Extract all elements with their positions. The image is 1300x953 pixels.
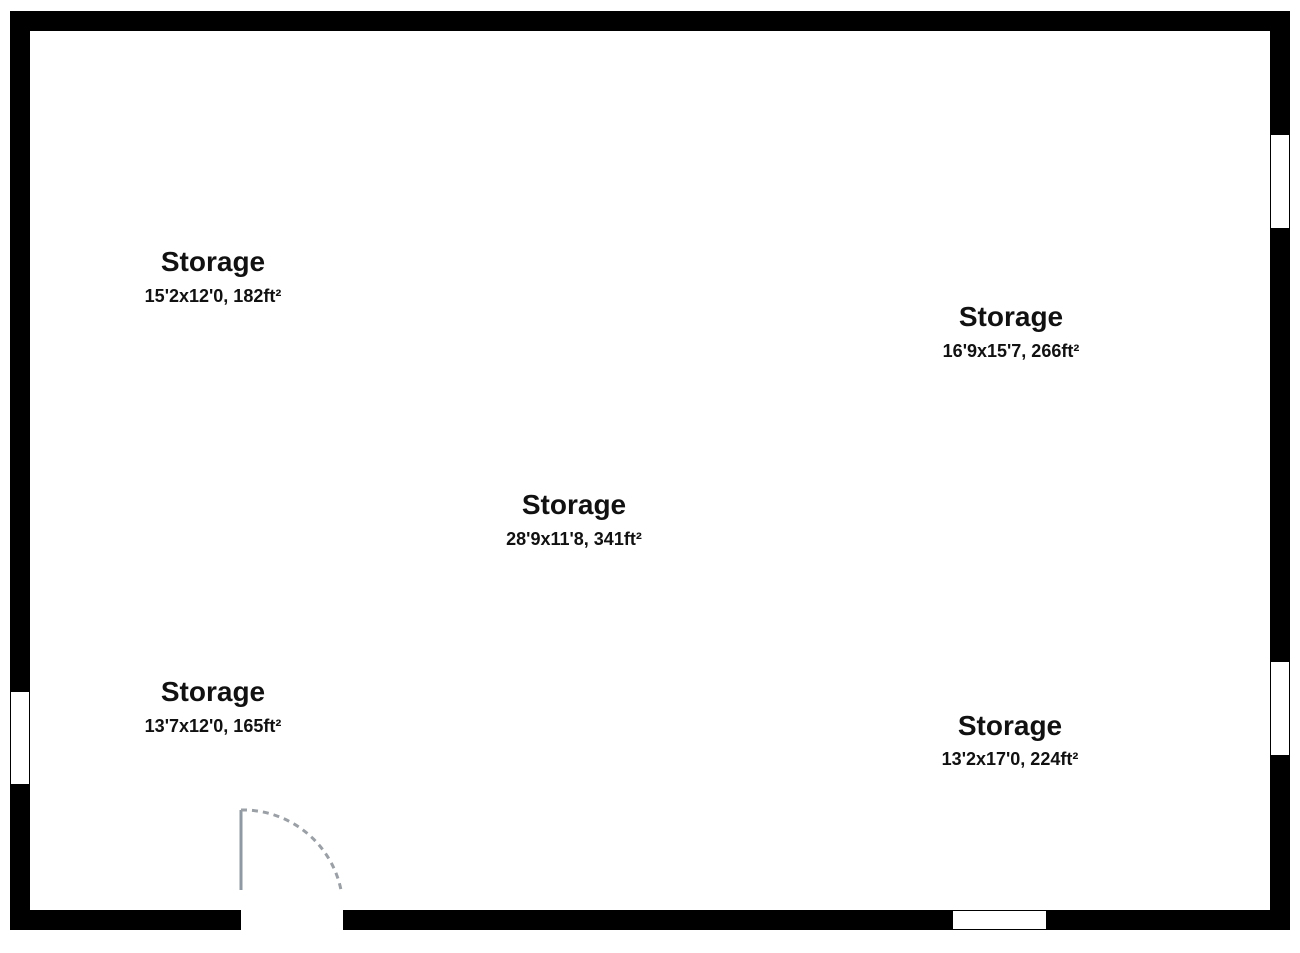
- window-bottom-right: [953, 911, 1046, 929]
- room-name: Storage: [161, 246, 265, 277]
- wall-bottom: [10, 910, 1290, 930]
- room-label: Storage 15'2x12'0, 182ft²: [145, 246, 282, 306]
- room-label: Storage 16'9x15'7, 266ft²: [943, 301, 1080, 361]
- room-dimensions: 16'9x15'7, 266ft²: [943, 341, 1080, 361]
- window-right-upper: [1271, 135, 1289, 228]
- entry-door: [239, 808, 343, 932]
- room-name: Storage: [522, 489, 626, 520]
- window-right-lower: [1271, 662, 1289, 755]
- wall-left: [10, 11, 30, 930]
- windows: [11, 135, 1289, 929]
- wall-top: [10, 11, 1290, 31]
- room-dimensions: 13'2x17'0, 224ft²: [942, 749, 1079, 769]
- room-label: Storage 13'2x17'0, 224ft²: [942, 710, 1079, 769]
- room-dimensions: 13'7x12'0, 165ft²: [145, 716, 282, 736]
- room-label: Storage 13'7x12'0, 165ft²: [145, 676, 282, 736]
- room-name: Storage: [161, 676, 265, 707]
- room-name: Storage: [959, 301, 1063, 332]
- window-left-lower: [11, 692, 29, 784]
- room-dimensions: 28'9x11'8, 341ft²: [506, 529, 642, 549]
- room-dimensions: 15'2x12'0, 182ft²: [145, 286, 282, 306]
- room-label: Storage 28'9x11'8, 341ft²: [506, 489, 642, 549]
- door-opening: [241, 909, 343, 932]
- door-swing-icon: [240, 808, 343, 891]
- walls: [10, 11, 1290, 930]
- room-name: Storage: [958, 710, 1062, 741]
